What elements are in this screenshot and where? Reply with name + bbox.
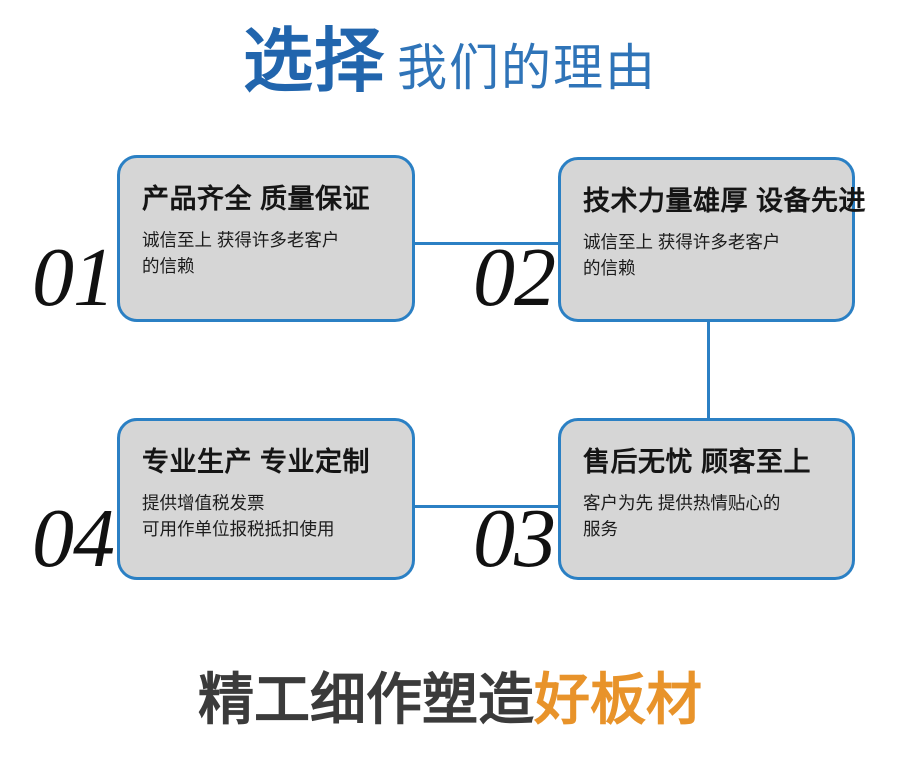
connector-card2-to-card3	[707, 322, 710, 420]
feature-card-04-body-line1: 提供增值税发票	[142, 493, 265, 514]
page-title-subtitle: 我们的理由	[397, 40, 657, 96]
feature-card-01-body: 诚信至上 获得许多老客户 的信赖	[142, 227, 398, 280]
footer-slogan-accent: 好板材	[534, 668, 702, 731]
feature-card-02-body: 诚信至上 获得许多老客户 的信赖	[583, 229, 838, 282]
feature-card-02-title: 技术力量雄厚 设备先进	[583, 186, 867, 216]
feature-card-03-content: 售后无忧 顾客至上 客户为先 提供热情贴心的 服务	[583, 447, 838, 543]
connector-card1-to-card2	[415, 242, 561, 245]
feature-card-03-body: 客户为先 提供热情贴心的 服务	[583, 490, 838, 543]
feature-card-02-body-line1: 诚信至上 获得许多老客户	[583, 232, 781, 253]
card-number-04: 04	[32, 492, 115, 585]
feature-card-02-content: 技术力量雄厚 设备先进 诚信至上 获得许多老客户 的信赖	[583, 186, 867, 282]
card-number-03: 03	[473, 492, 556, 585]
card-number-02: 02	[473, 231, 556, 324]
footer-slogan: 精工细作塑造好板材	[0, 672, 900, 728]
feature-card-04[interactable]: 专业生产 专业定制 提供增值税发票 可用作单位报税抵扣使用	[117, 418, 415, 580]
feature-card-03[interactable]: 售后无忧 顾客至上 客户为先 提供热情贴心的 服务	[558, 418, 855, 580]
page-title: 选择我们的理由	[0, 26, 900, 96]
feature-card-04-content: 专业生产 专业定制 提供增值税发票 可用作单位报税抵扣使用	[142, 447, 398, 543]
feature-card-01-body-line1: 诚信至上 获得许多老客户	[142, 230, 340, 251]
feature-card-02[interactable]: 技术力量雄厚 设备先进 诚信至上 获得许多老客户 的信赖	[558, 157, 867, 322]
card-number-01: 01	[32, 231, 115, 324]
feature-card-02-body-line2: 的信赖	[583, 258, 636, 279]
feature-card-01-content: 产品齐全 质量保证 诚信至上 获得许多老客户 的信赖	[142, 184, 398, 280]
feature-card-04-title: 专业生产 专业定制	[142, 447, 371, 477]
feature-card-04-body: 提供增值税发票 可用作单位报税抵扣使用	[142, 490, 398, 543]
feature-card-01-body-line2: 的信赖	[142, 256, 195, 277]
feature-card-03-title: 售后无忧 顾客至上	[583, 447, 812, 477]
connector-card3-to-card4	[413, 505, 561, 508]
feature-card-03-body-line1: 客户为先 提供热情贴心的	[583, 493, 781, 514]
feature-card-01[interactable]: 产品齐全 质量保证 诚信至上 获得许多老客户 的信赖	[117, 155, 415, 322]
feature-card-04-body-line2: 可用作单位报税抵扣使用	[142, 519, 335, 540]
footer-slogan-primary: 精工细作塑造	[198, 668, 534, 731]
page-title-emphasis: 选择	[243, 22, 385, 100]
feature-card-03-body-line2: 服务	[583, 519, 618, 540]
feature-card-01-title: 产品齐全 质量保证	[142, 184, 371, 214]
